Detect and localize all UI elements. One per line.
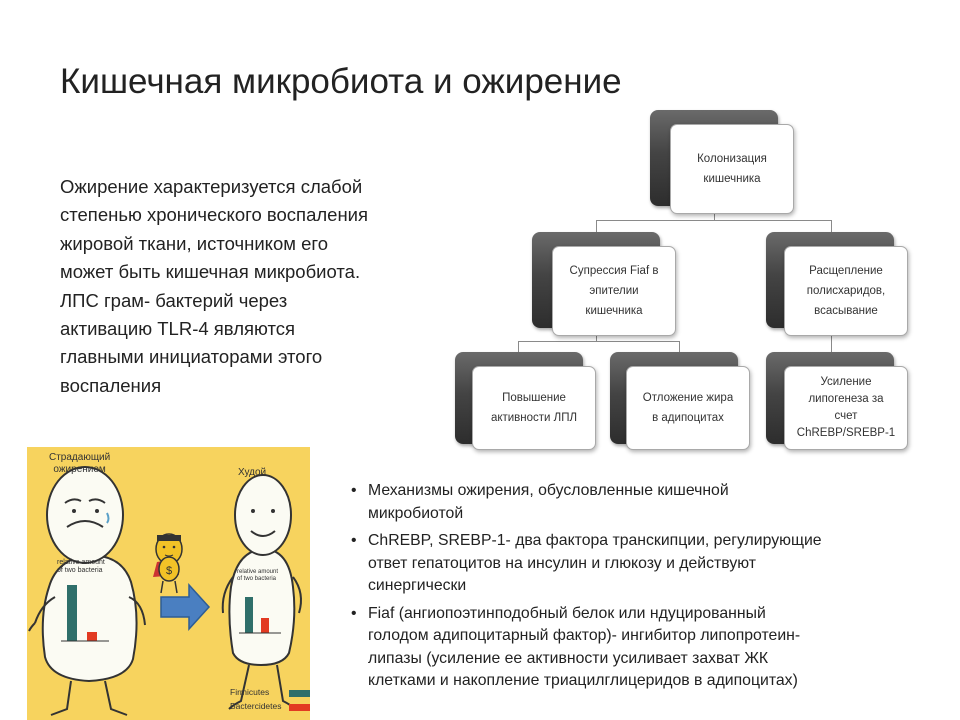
connector (596, 220, 597, 232)
slide-title: Кишечная микробиота и ожирение (60, 62, 622, 101)
bullet-line: синергически (368, 577, 467, 594)
obese-person-face-dots (72, 509, 99, 513)
thin-person-face-dots (251, 509, 275, 513)
connector (831, 328, 832, 352)
obesity-cartoon: $ (27, 447, 310, 720)
legend-swatch-bacteroidetes (289, 704, 310, 711)
bullet-line: Механизмы ожирения, обусловленные кишечн… (368, 482, 729, 499)
bullet-list: • Механизмы ожирения, обусловленные кише… (348, 480, 948, 698)
intro-line: активацию TLR-4 являются (60, 318, 296, 340)
bullet-dot: • (351, 532, 357, 549)
intro-line: главными инициаторами этого (60, 346, 323, 368)
obese-person-figure (28, 466, 146, 716)
bullet-line: Fiaf (ангиопоэтинподобный белок или ндуц… (368, 604, 766, 622)
bullet-item: • Fiaf (ангиопоэтинподобный белок или нд… (348, 603, 948, 693)
bullet-item: • ChREBP, SREBP-1- два фактора транскипц… (348, 530, 948, 598)
bar-firmicutes-thin (245, 597, 253, 633)
right-arrow-icon (160, 583, 211, 631)
legend-firmicutes: Firmicutes (230, 687, 270, 697)
bullet-line: клетками и накопление триацилглицеридов … (368, 672, 798, 689)
bullet-line: ответ гепатоцитов на инсулин и глюкозу и… (368, 554, 756, 572)
bar-firmicutes-obese (67, 585, 77, 641)
connector (831, 220, 832, 232)
intro-line: Ожирение характеризуется слабой (60, 176, 363, 197)
bullet-line: голодом адипоцитарный фактор)- ингибитор… (368, 627, 801, 644)
coin-man-figure (153, 533, 183, 594)
bullet-line: липазы (усиление ее активности усиливает… (368, 649, 769, 667)
connector (596, 220, 831, 221)
cartoon-drawing: $ (28, 466, 310, 716)
intro-paragraph: Ожирение характеризуется слабой степенью… (60, 173, 435, 400)
intro-line: может быть кишечная микробиота. (60, 261, 361, 283)
obese-bar-chart (61, 585, 109, 642)
bullet-line: ChREBP, SREBP-1- два фактора транскипции… (368, 532, 822, 549)
bullet-dot: • (351, 482, 357, 499)
connector (679, 341, 680, 352)
bullet-item: • Механизмы ожирения, обусловленные кише… (348, 480, 948, 525)
legend-swatch-firmicutes (289, 690, 310, 697)
connector (518, 341, 679, 342)
connector (518, 341, 519, 352)
intro-line: степенью хронического воспаления (60, 204, 369, 226)
coin-dollar-symbol: $ (166, 565, 172, 577)
thin-bar-chart (239, 597, 281, 634)
bullet-line: микробиотой (368, 504, 464, 522)
bar-bacteroidetes-thin (261, 618, 269, 633)
label-thin: Худой (238, 467, 267, 478)
bar-bacteroidetes-obese (87, 632, 97, 641)
intro-line: ЛПС грам- бактерий через (60, 289, 288, 311)
legend-bacteroidetes: Bactercidetes (230, 701, 282, 711)
intro-line: воспаления (60, 374, 162, 396)
bullet-dot: • (351, 604, 357, 622)
intro-line: жировой ткани, источником его (60, 232, 329, 254)
thin-person-figure (221, 474, 302, 710)
